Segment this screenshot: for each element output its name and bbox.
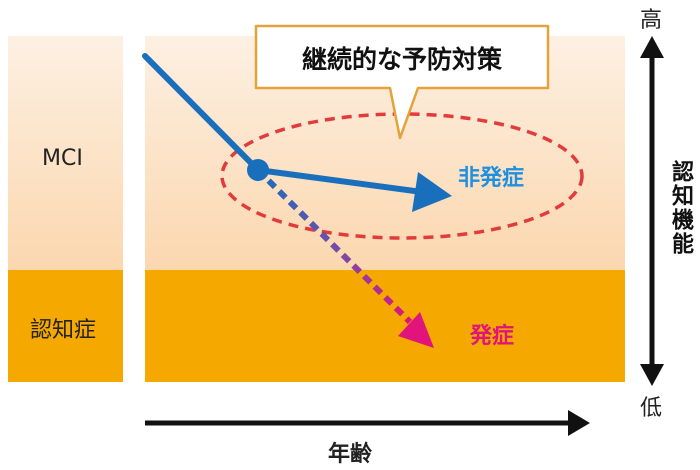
dementia-row-label: 認知症 [30,318,97,343]
x-axis-title: 年齢 [328,442,373,467]
y-low-label: 低 [640,396,663,421]
no-onset-label: 非発症 [458,166,525,191]
no-onset-arrow-line [255,167,425,195]
x-axis-arrowhead [568,410,590,436]
decline-trajectory-line [142,53,261,173]
onset-arrowhead [398,312,434,348]
onset-label: 発症 [470,324,515,349]
y-axis-arrowhead-bottom [640,364,664,386]
y-high-label: 高 [640,8,663,33]
mci-band-left [8,36,123,270]
mci-row-label: MCI [42,146,83,171]
y-axis-arrowhead-top [640,36,664,58]
branch-point [247,159,269,181]
callout-text: 継続的な予防対策 [301,45,502,74]
dementia-band-left [8,270,123,382]
onset-arrow-line [255,167,413,325]
no-onset-arrowhead [412,172,452,212]
y-axis-title: 認知機能 [668,160,693,256]
dementia-band-main [145,270,625,382]
callout-box [254,24,550,140]
